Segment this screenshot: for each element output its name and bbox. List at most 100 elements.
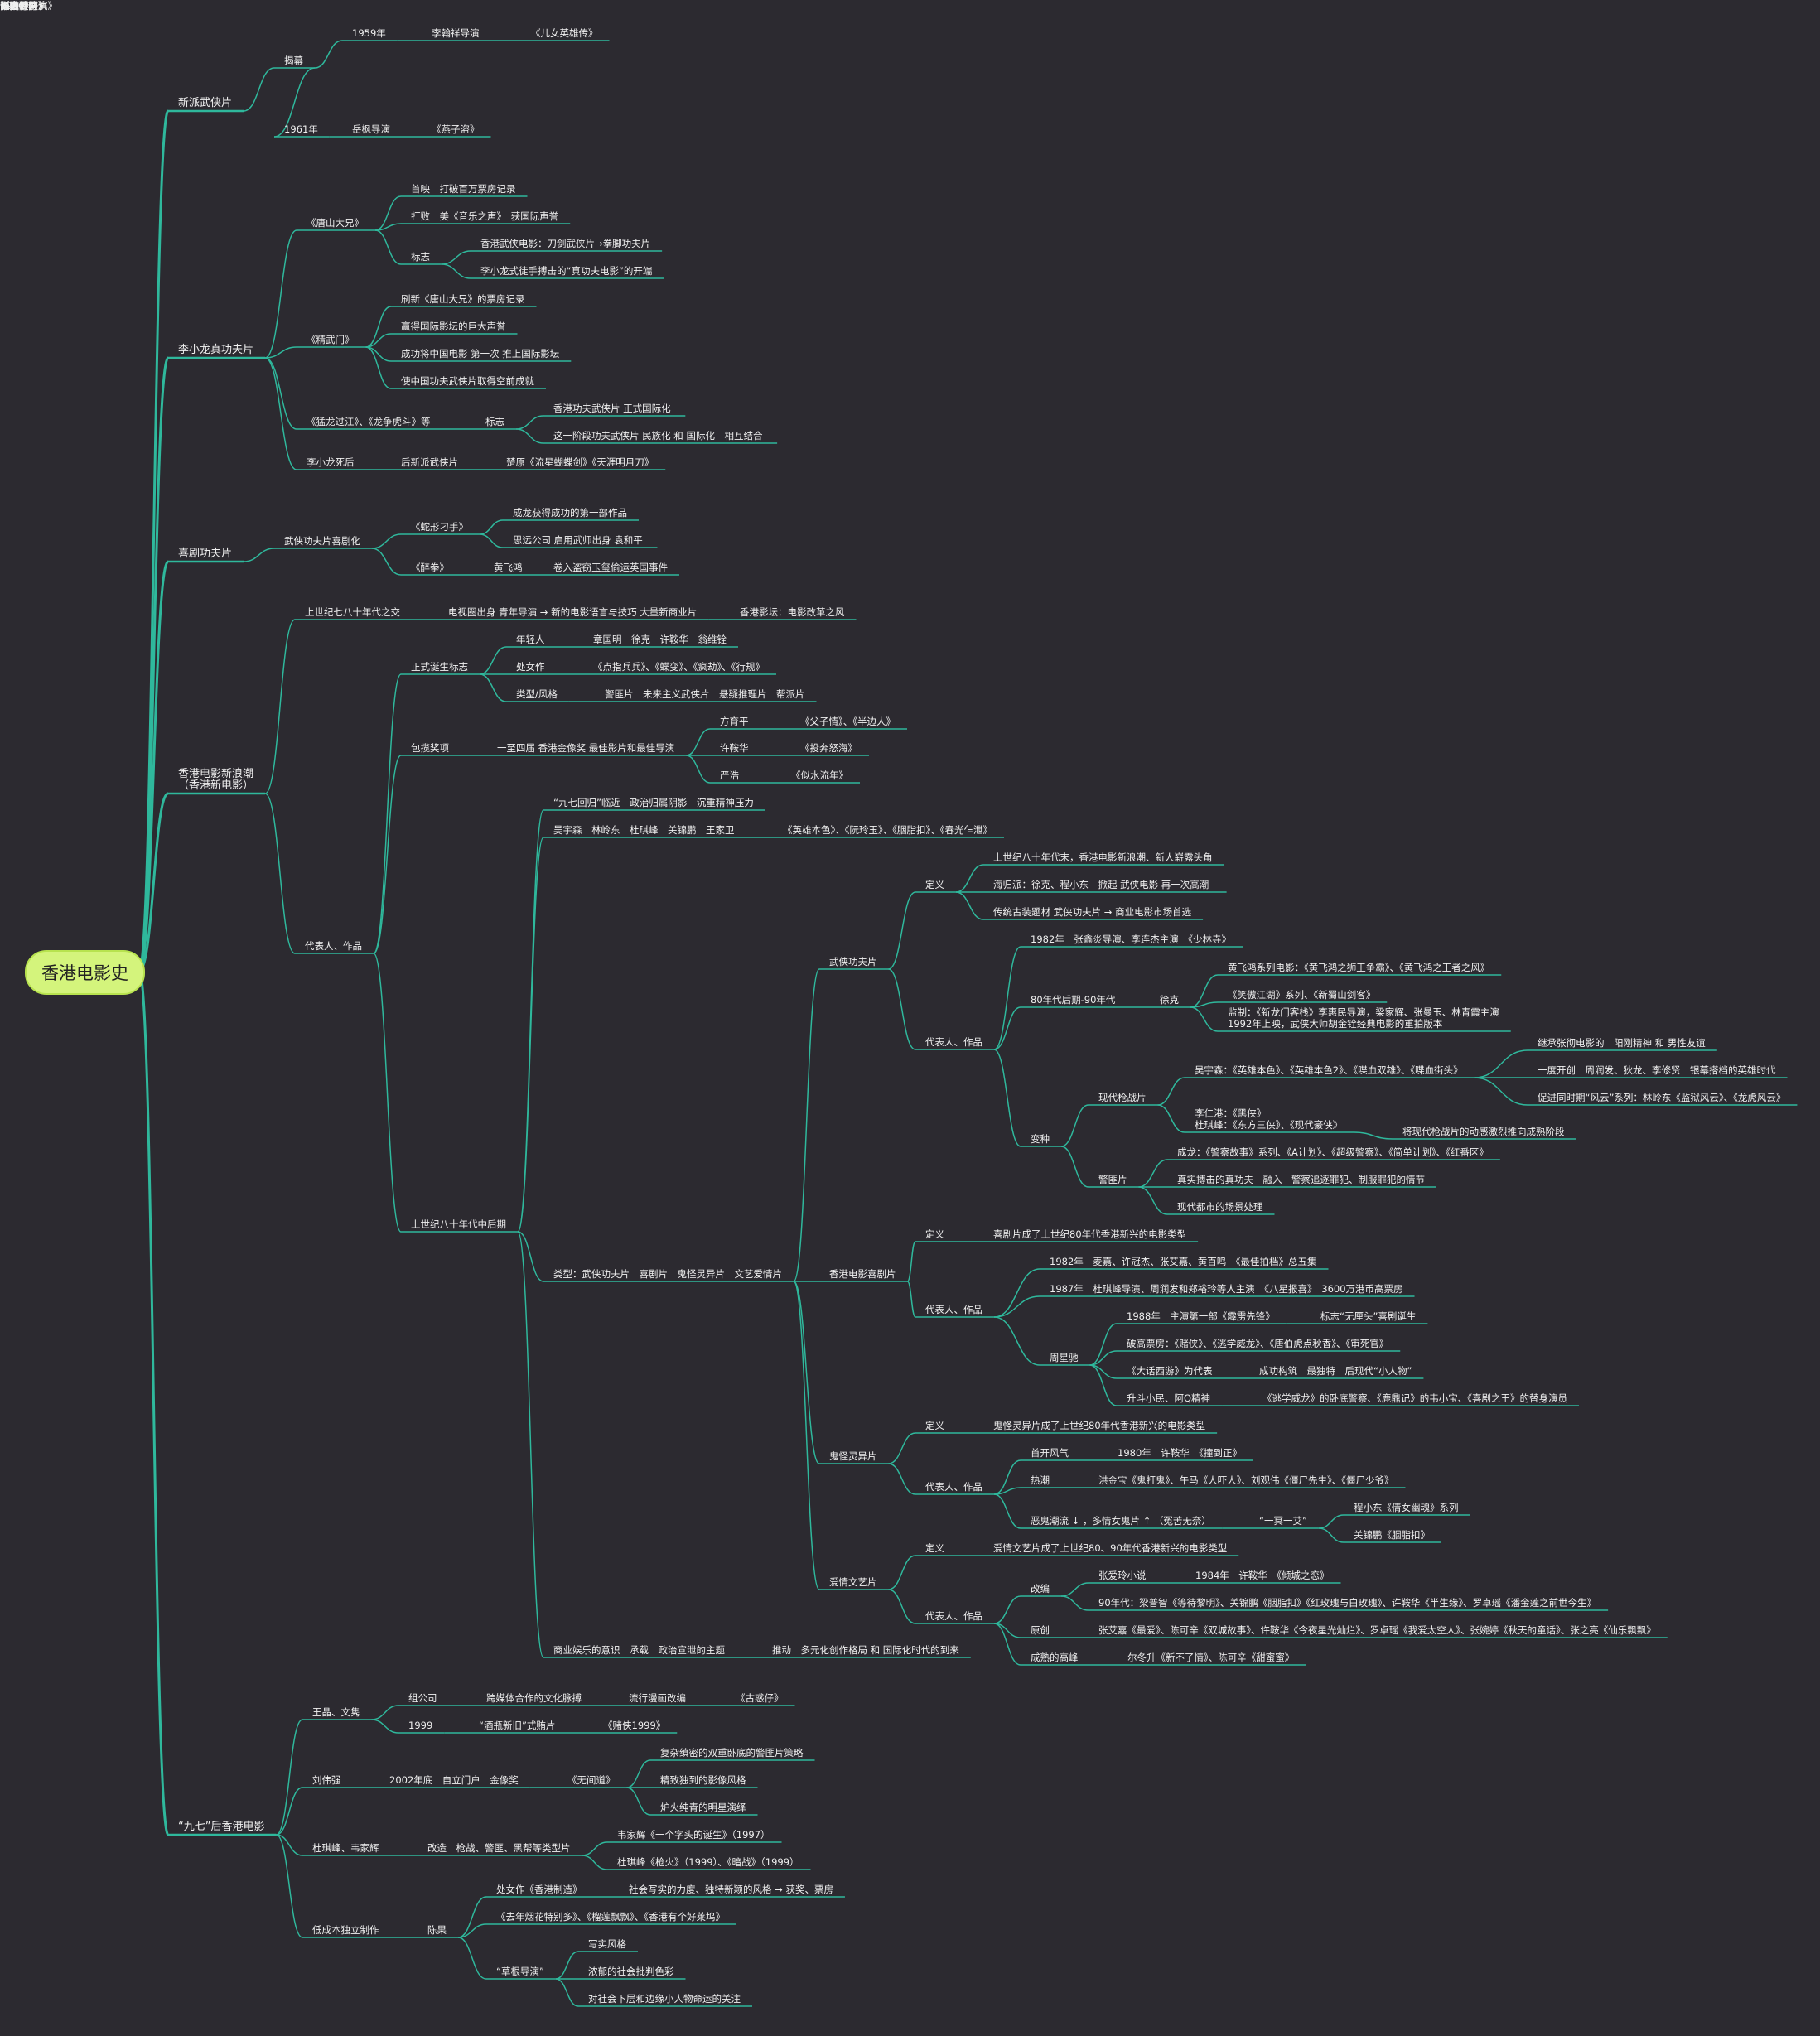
- topic-node[interactable]: 《投奔怒海》: [800, 742, 857, 754]
- topic-node[interactable]: 打败 美《音乐之声》 获国际声誉: [411, 210, 559, 222]
- topic-node[interactable]: 80年代后期-90年代: [1031, 994, 1116, 1006]
- topic-node[interactable]: 原创: [1031, 1624, 1050, 1636]
- topic-node[interactable]: 上世纪七八十年代之交: [305, 606, 400, 618]
- topic-node[interactable]: 正式诞生标志: [411, 661, 468, 673]
- topic-node[interactable]: 警匪片 未来主义武侠片 悬疑推理片 帮派片: [605, 688, 805, 700]
- topic-node[interactable]: 《大话西游》为代表: [1127, 1365, 1213, 1377]
- topic-node[interactable]: 揭幕: [284, 55, 303, 66]
- topic-node[interactable]: 《虎侠歼仇》: [0, 0, 57, 12]
- topic-node[interactable]: 张彻导演: [0, 0, 38, 12]
- topic-node[interactable]: 程小东《倩女幽魂》系列: [1354, 1502, 1459, 1513]
- topic-node[interactable]: 杜琪峰《枪火》（1999）、《暗战》（1999）: [617, 1856, 799, 1868]
- topic-node[interactable]: 李翰祥导演: [432, 27, 480, 39]
- topic-node[interactable]: 关锦鹏《胭脂扣》: [1354, 1529, 1430, 1541]
- topic-node[interactable]: 成功构筑 最独特 后现代“小人物”: [1259, 1365, 1412, 1377]
- topic-node[interactable]: 《去年烟花特别多》、《榴莲飘飘》、《香港有个好莱坞》: [496, 1911, 725, 1923]
- topic-node[interactable]: 杜琪峰、韦家辉: [312, 1842, 379, 1854]
- topic-node[interactable]: 武侠功夫片: [829, 956, 877, 967]
- topic-node[interactable]: 李小龙式徒手搏击的“真功夫电影”的开端: [480, 265, 653, 277]
- topic-node[interactable]: 海归派：徐克、程小东 掀起 武侠电影 再一次高潮: [993, 879, 1209, 890]
- topic-node[interactable]: 传统古装题材 武侠功夫片 → 商业电影市场首选: [993, 906, 1192, 918]
- topic-node[interactable]: 诞生: [0, 0, 19, 12]
- branch-node[interactable]: “九七”后香港电影: [178, 1821, 265, 1833]
- topic-node[interactable]: 吴宇森 林岭东 杜琪峰 关锦鹏 王家卫: [553, 824, 735, 836]
- topic-node[interactable]: 变种: [1031, 1133, 1050, 1145]
- topic-node[interactable]: 定义: [925, 879, 944, 890]
- topic-node[interactable]: 武侠功夫片喜剧化: [284, 535, 360, 547]
- topic-node[interactable]: 包揽奖项: [411, 742, 449, 754]
- topic-node[interactable]: 尔冬升《新不了情》、陈可辛《甜蜜蜜》: [1127, 1652, 1295, 1663]
- topic-node[interactable]: 改造 枪战、警匪、黑帮等类型片: [427, 1842, 571, 1854]
- topic-node[interactable]: 首映 打破百万票房记录: [411, 183, 516, 195]
- topic-node[interactable]: 浓郁的社会批判色彩: [588, 1966, 674, 1977]
- topic-node[interactable]: 继承张彻电影的 阳刚精神 和 男性友谊: [1538, 1037, 1706, 1049]
- topic-node[interactable]: 《唐山大兄》: [307, 217, 364, 229]
- topic-node[interactable]: 跨媒体合作的文化脉搏: [486, 1692, 582, 1704]
- topic-node[interactable]: 定义: [925, 1420, 944, 1431]
- topic-node[interactable]: 改编: [1031, 1583, 1050, 1595]
- topic-node[interactable]: 1959年: [352, 27, 386, 39]
- topic-node[interactable]: 精致独到的影像风格: [660, 1774, 746, 1786]
- topic-node[interactable]: 爱情文艺片成了上世纪80、90年代香港新兴的电影类型: [993, 1542, 1228, 1554]
- topic-node[interactable]: 上世纪八十年代中后期: [411, 1218, 506, 1230]
- topic-node[interactable]: 代表人、作品: [925, 1610, 982, 1622]
- topic-node[interactable]: 代表人、作品: [925, 1036, 982, 1048]
- topic-node[interactable]: 定义: [925, 1228, 944, 1240]
- topic-node[interactable]: 卷入盗窃玉玺偷运英国事件: [553, 562, 668, 573]
- topic-node[interactable]: 香港影坛：电影改革之风: [740, 606, 845, 618]
- topic-node[interactable]: 洪金宝《鬼打鬼》、午马《人吓人》、刘观伟《僵尸先生》、《僵尸少爷》: [1098, 1474, 1394, 1486]
- topic-node[interactable]: 炉火纯青的明星演绎: [660, 1802, 746, 1813]
- topic-node[interactable]: 1984年 许鞍华 《倾城之恋》: [1195, 1570, 1330, 1581]
- topic-node[interactable]: 王晶、文隽: [312, 1706, 360, 1718]
- topic-node[interactable]: 《点指兵兵》、《蝶变》、《疯劫》、《行规》: [593, 661, 765, 673]
- topic-node[interactable]: 1988年 主演第一部《霹雳先锋》: [1127, 1310, 1275, 1322]
- topic-node[interactable]: 1987年 杜琪峰导演、周润发和郑裕玲等人主演 《八星报喜》 3600万港币高票…: [1050, 1283, 1403, 1295]
- topic-node[interactable]: 《赌侠1999》: [603, 1720, 666, 1731]
- topic-node[interactable]: 定义: [925, 1542, 944, 1554]
- topic-node[interactable]: 《逃学威龙》的卧底警察、《鹿鼎记》的韦小宝、《喜剧之王》的替身演员: [1262, 1392, 1567, 1404]
- topic-node[interactable]: 1980年 许鞍华 《撞到正》: [1118, 1447, 1243, 1459]
- topic-node[interactable]: 类型：武侠功夫片 喜剧片 鬼怪灵异片 文艺爱情片: [553, 1268, 782, 1280]
- topic-node[interactable]: 低成本独立制作: [312, 1924, 379, 1936]
- topic-node[interactable]: 陈果: [427, 1924, 447, 1936]
- topic-node[interactable]: 韦家辉《一个字头的诞生》（1997）: [617, 1829, 770, 1841]
- topic-node[interactable]: 黄飞鸿: [494, 562, 523, 573]
- topic-node[interactable]: 促进同时期“风云”系列：林岭东《监狱风云》、《龙虎风云》: [1538, 1092, 1786, 1103]
- topic-node[interactable]: 《猛龙过江》、《龙争虎斗》等: [307, 416, 431, 427]
- topic-node[interactable]: 《独臂刀》: [0, 0, 48, 12]
- topic-node[interactable]: 香港武侠电影：刀剑武侠片→拳脚功夫片: [480, 238, 651, 249]
- topic-node[interactable]: 破高票房：《赌侠》、《逃学威龙》、《唐伯虎点秋香》、《审死官》: [1127, 1338, 1389, 1349]
- topic-node[interactable]: 使中国功夫武侠片取得空前成就: [401, 375, 534, 387]
- topic-node[interactable]: 岳枫导演: [352, 123, 390, 135]
- topic-node[interactable]: 《蛇形刁手》: [411, 521, 468, 533]
- topic-node[interactable]: 《儿女英雄传》: [531, 27, 598, 39]
- topic-node[interactable]: 标志: [411, 251, 430, 263]
- topic-node[interactable]: 章国明 徐克 许鞍华 翁维铨: [593, 634, 727, 645]
- topic-node[interactable]: 张爱玲小说: [1098, 1570, 1147, 1581]
- topic-node[interactable]: 社会写实的力度、独特新颖的风格 → 获奖、票房: [629, 1884, 833, 1895]
- topic-node[interactable]: 喜剧片成了上世纪80年代香港新兴的电影类型: [993, 1228, 1187, 1240]
- topic-node[interactable]: 《英雄本色》、《阮玲玉》、《胭脂扣》、《春光乍泄》: [783, 824, 992, 836]
- topic-node[interactable]: 邵氏公司: [0, 0, 38, 12]
- topic-node[interactable]: 警匪片: [1098, 1174, 1127, 1185]
- topic-node[interactable]: “草根导演”: [496, 1966, 544, 1977]
- topic-node[interactable]: 香港功夫武侠片 正式国际化: [553, 403, 671, 414]
- topic-node[interactable]: 写实风格: [588, 1938, 626, 1950]
- topic-node[interactable]: 代表人、作品: [305, 940, 362, 952]
- branch-node[interactable]: 新派武侠片: [178, 97, 233, 109]
- topic-node[interactable]: 许鞍华: [720, 742, 749, 754]
- topic-node[interactable]: 这一阶段功夫武侠片 民族化 和 国际化 相互结合: [553, 430, 763, 441]
- topic-node[interactable]: 将现代枪战片的动感激烈推向成熟阶段: [1402, 1126, 1565, 1137]
- topic-node[interactable]: 李仁港：《黑侠》 杜琪峰：《东方三侠》、《现代豪侠》: [1195, 1107, 1343, 1131]
- topic-node[interactable]: 楚原《流星蝴蝶剑》《天涯明月刀》: [506, 456, 654, 468]
- topic-node[interactable]: 恶鬼潮流 ↓ ，多情女鬼片 ↑ （冤苦无奈）: [1031, 1515, 1211, 1527]
- topic-node[interactable]: 刷新《唐山大兄》的票房记录: [401, 293, 525, 305]
- topic-node[interactable]: 《大醉侠》: [0, 0, 48, 12]
- topic-node[interactable]: 类型/风格: [516, 688, 558, 700]
- branch-node[interactable]: 李小龙真功夫片: [178, 344, 254, 356]
- topic-node[interactable]: 一度开创 周润发、狄龙、李修贤 银幕搭档的英雄时代: [1538, 1064, 1776, 1076]
- topic-node[interactable]: 首开风气: [1031, 1447, 1069, 1459]
- topic-node[interactable]: 后新派武侠片: [401, 456, 458, 468]
- topic-node[interactable]: 电视圈出身 青年导演 → 新的电影语言与技巧 大量新商业片: [448, 606, 698, 618]
- topic-node[interactable]: 《醉拳》: [411, 562, 449, 573]
